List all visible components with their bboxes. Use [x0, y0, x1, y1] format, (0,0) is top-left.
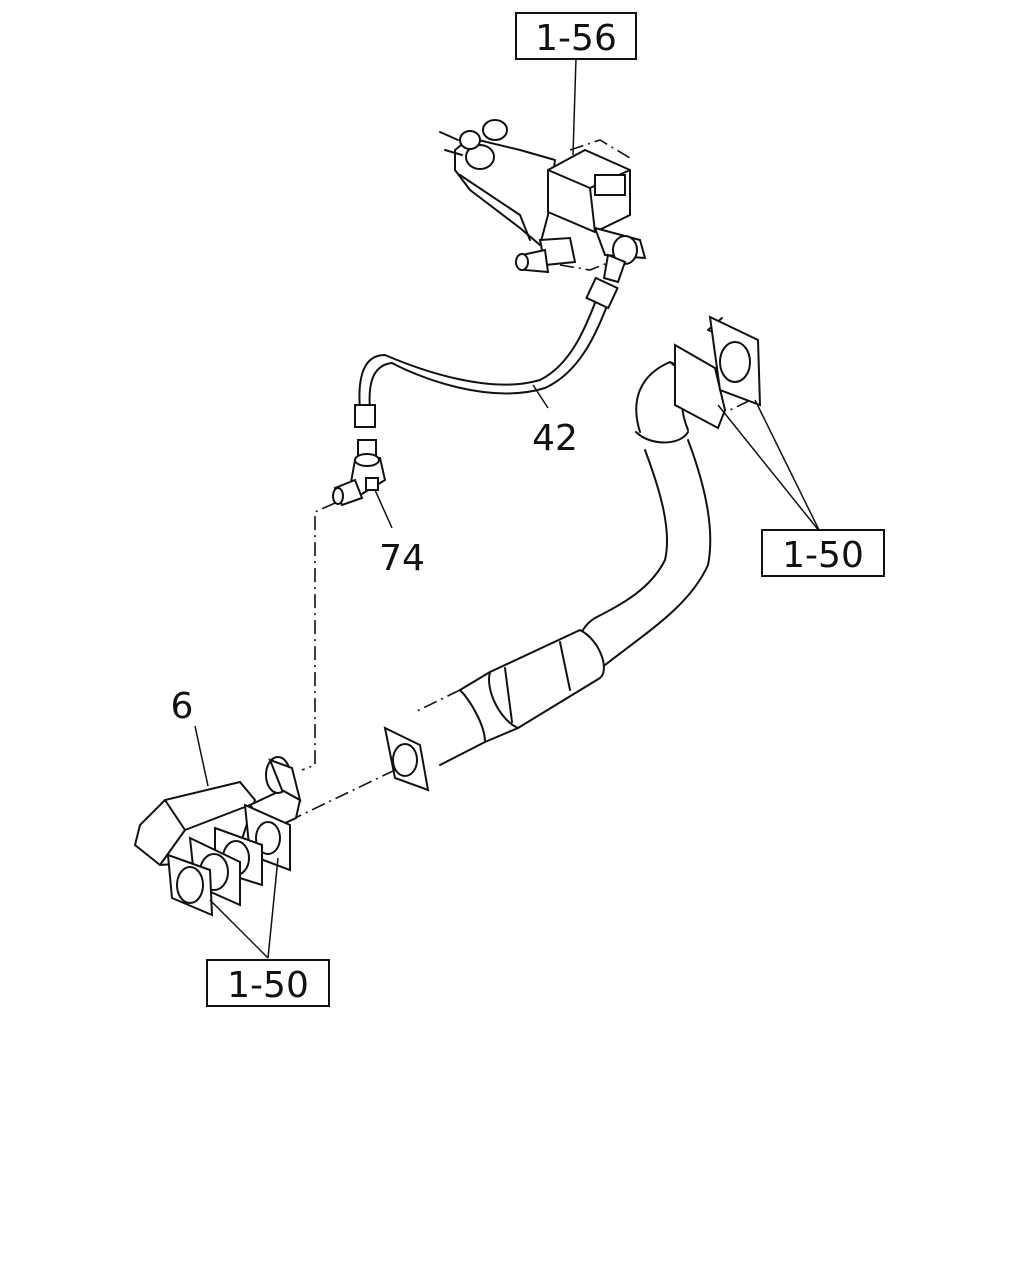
- ref-box-bottom[interactable]: 1-50: [206, 959, 330, 1007]
- ref-label-right: 1-50: [782, 535, 864, 576]
- part-number-6[interactable]: 6: [171, 686, 194, 727]
- ref-box-right[interactable]: 1-50: [761, 529, 885, 577]
- elbow-fitting: [332, 453, 387, 507]
- ref-label-top: 1-56: [535, 18, 617, 59]
- sensor-line-connector: [301, 502, 336, 771]
- ref-box-top[interactable]: 1-56: [515, 12, 637, 60]
- part-number-42[interactable]: 42: [532, 418, 578, 459]
- flex-hose: [354, 276, 619, 459]
- exhaust-manifold: [133, 756, 302, 917]
- leader-lines: [194, 57, 821, 959]
- valve-bracket-assembly: [439, 119, 647, 284]
- front-exhaust-pipe: [294, 315, 762, 819]
- ref-label-bottom: 1-50: [227, 965, 309, 1006]
- part-number-74[interactable]: 74: [379, 538, 425, 579]
